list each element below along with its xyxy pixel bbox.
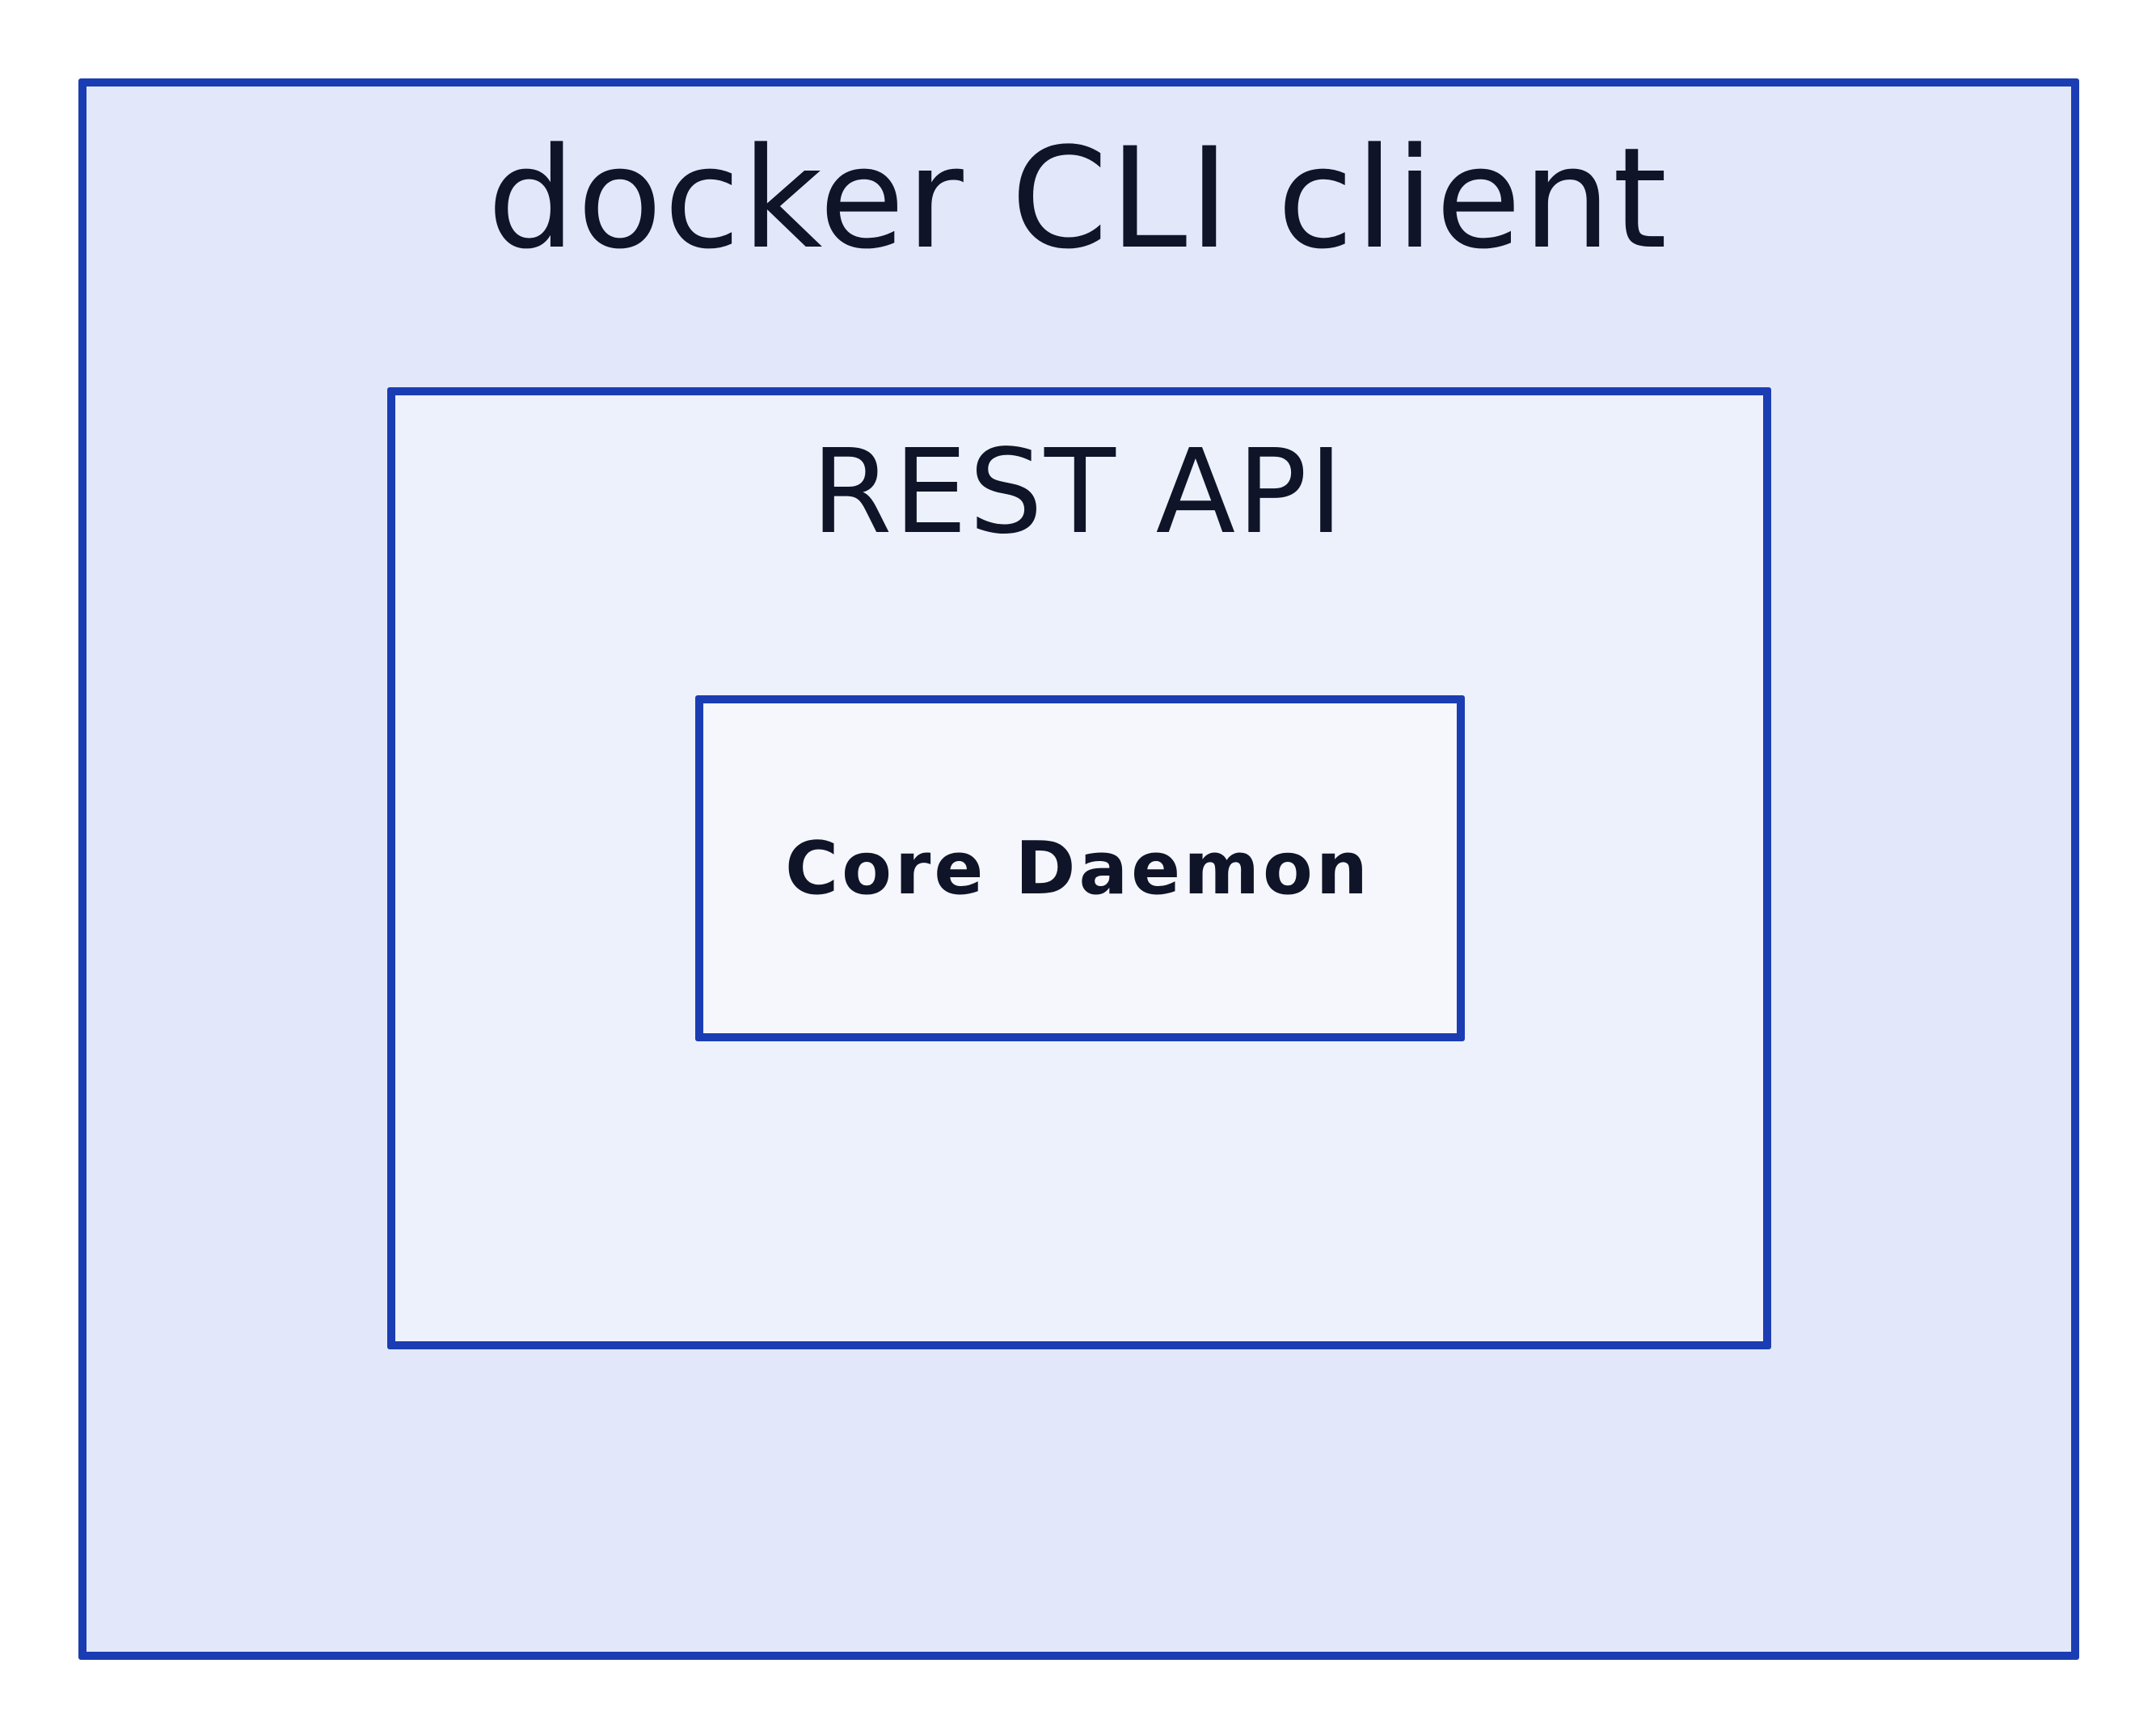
rest-api-label: REST API — [811, 424, 1345, 559]
docker-cli-client-label: docker CLI client — [487, 117, 1669, 280]
core-daemon-label: Core Daemon — [785, 826, 1371, 911]
core-daemon-box — [695, 695, 1465, 1041]
